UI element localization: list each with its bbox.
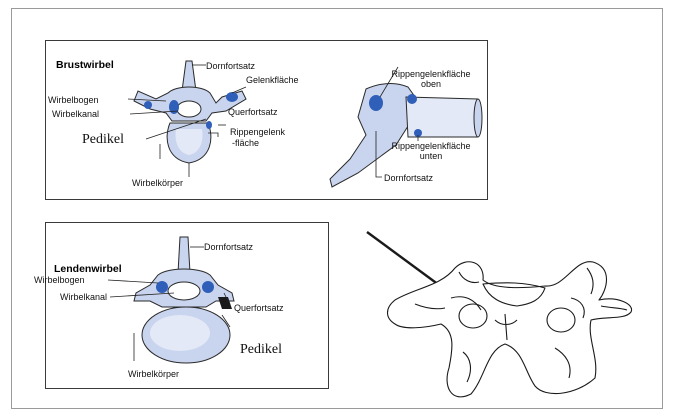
sketch-foramen-right [547,308,575,332]
label-wirbelkoerper: Wirbelkörper [132,178,183,188]
thoracic-side-facet [369,95,383,111]
sketch-vertebra-body [388,262,632,397]
thoracic-facet-left [169,100,179,114]
label-rippen-oben-line2: oben [376,79,486,89]
thoracic-facet-right [226,92,238,102]
label-dornfortsatz-top: Dornfortsatz [206,61,255,71]
label-rippengelenkflaeche-line2: -fläche [232,138,259,148]
lumbar-label-wirbelkoerper: Wirbelkörper [128,369,179,379]
sketch-foramen-left [459,304,487,328]
label-wirbelbogen: Wirbelbogen [48,95,99,105]
label-rippen-unten-line1: Rippengelenkfläche [376,141,486,151]
lumbar-title: Lendenwirbel [54,263,122,275]
label-rippen-oben-line1: Rippengelenkfläche [376,69,486,79]
label-pedikel: Pedikel [82,135,124,145]
lumbar-canal [168,282,200,300]
thoracic-side-view [330,83,482,187]
label-rippen-unten: Rippengelenkfläche unten [376,141,486,161]
lumbar-vertebra-illustration [46,223,330,390]
label-rippen-oben: Rippengelenkfläche oben [376,69,486,89]
lumbar-label-wirbelkanal: Wirbelkanal [60,292,107,302]
lumbar-label-pedikel: Pedikel [240,345,282,355]
thoracic-vertebra-panel: Brustwirbel Dornfortsatz Gelenkfläche Wi… [45,40,488,200]
lumbar-spinous-process [178,237,190,273]
lumbar-facet-right [202,281,214,293]
label-rippengelenkflaeche-line1: Rippengelenk [230,127,285,137]
label-gelenkflaeche: Gelenkfläche [246,75,299,85]
vertebra-sketch-illustration [355,228,655,403]
label-wirbelkanal: Wirbelkanal [52,109,99,119]
label-rippen-unten-line2: unten [376,151,486,161]
lumbar-label-dornfortsatz: Dornfortsatz [204,242,253,252]
label-querfortsatz: Querfortsatz [228,107,278,117]
lumbar-label-querfortsatz: Querfortsatz [234,303,284,313]
lumbar-top-view [134,237,234,363]
label-dornfortsatz-side: Dornfortsatz [384,173,433,183]
thoracic-title: Brustwirbel [56,59,114,71]
lumbar-vertebra-panel: Lendenwirbel Dornfortsatz Wirbelbogen Wi… [45,222,329,389]
lumbar-label-wirbelbogen: Wirbelbogen [34,275,85,285]
thoracic-canal [177,101,201,117]
